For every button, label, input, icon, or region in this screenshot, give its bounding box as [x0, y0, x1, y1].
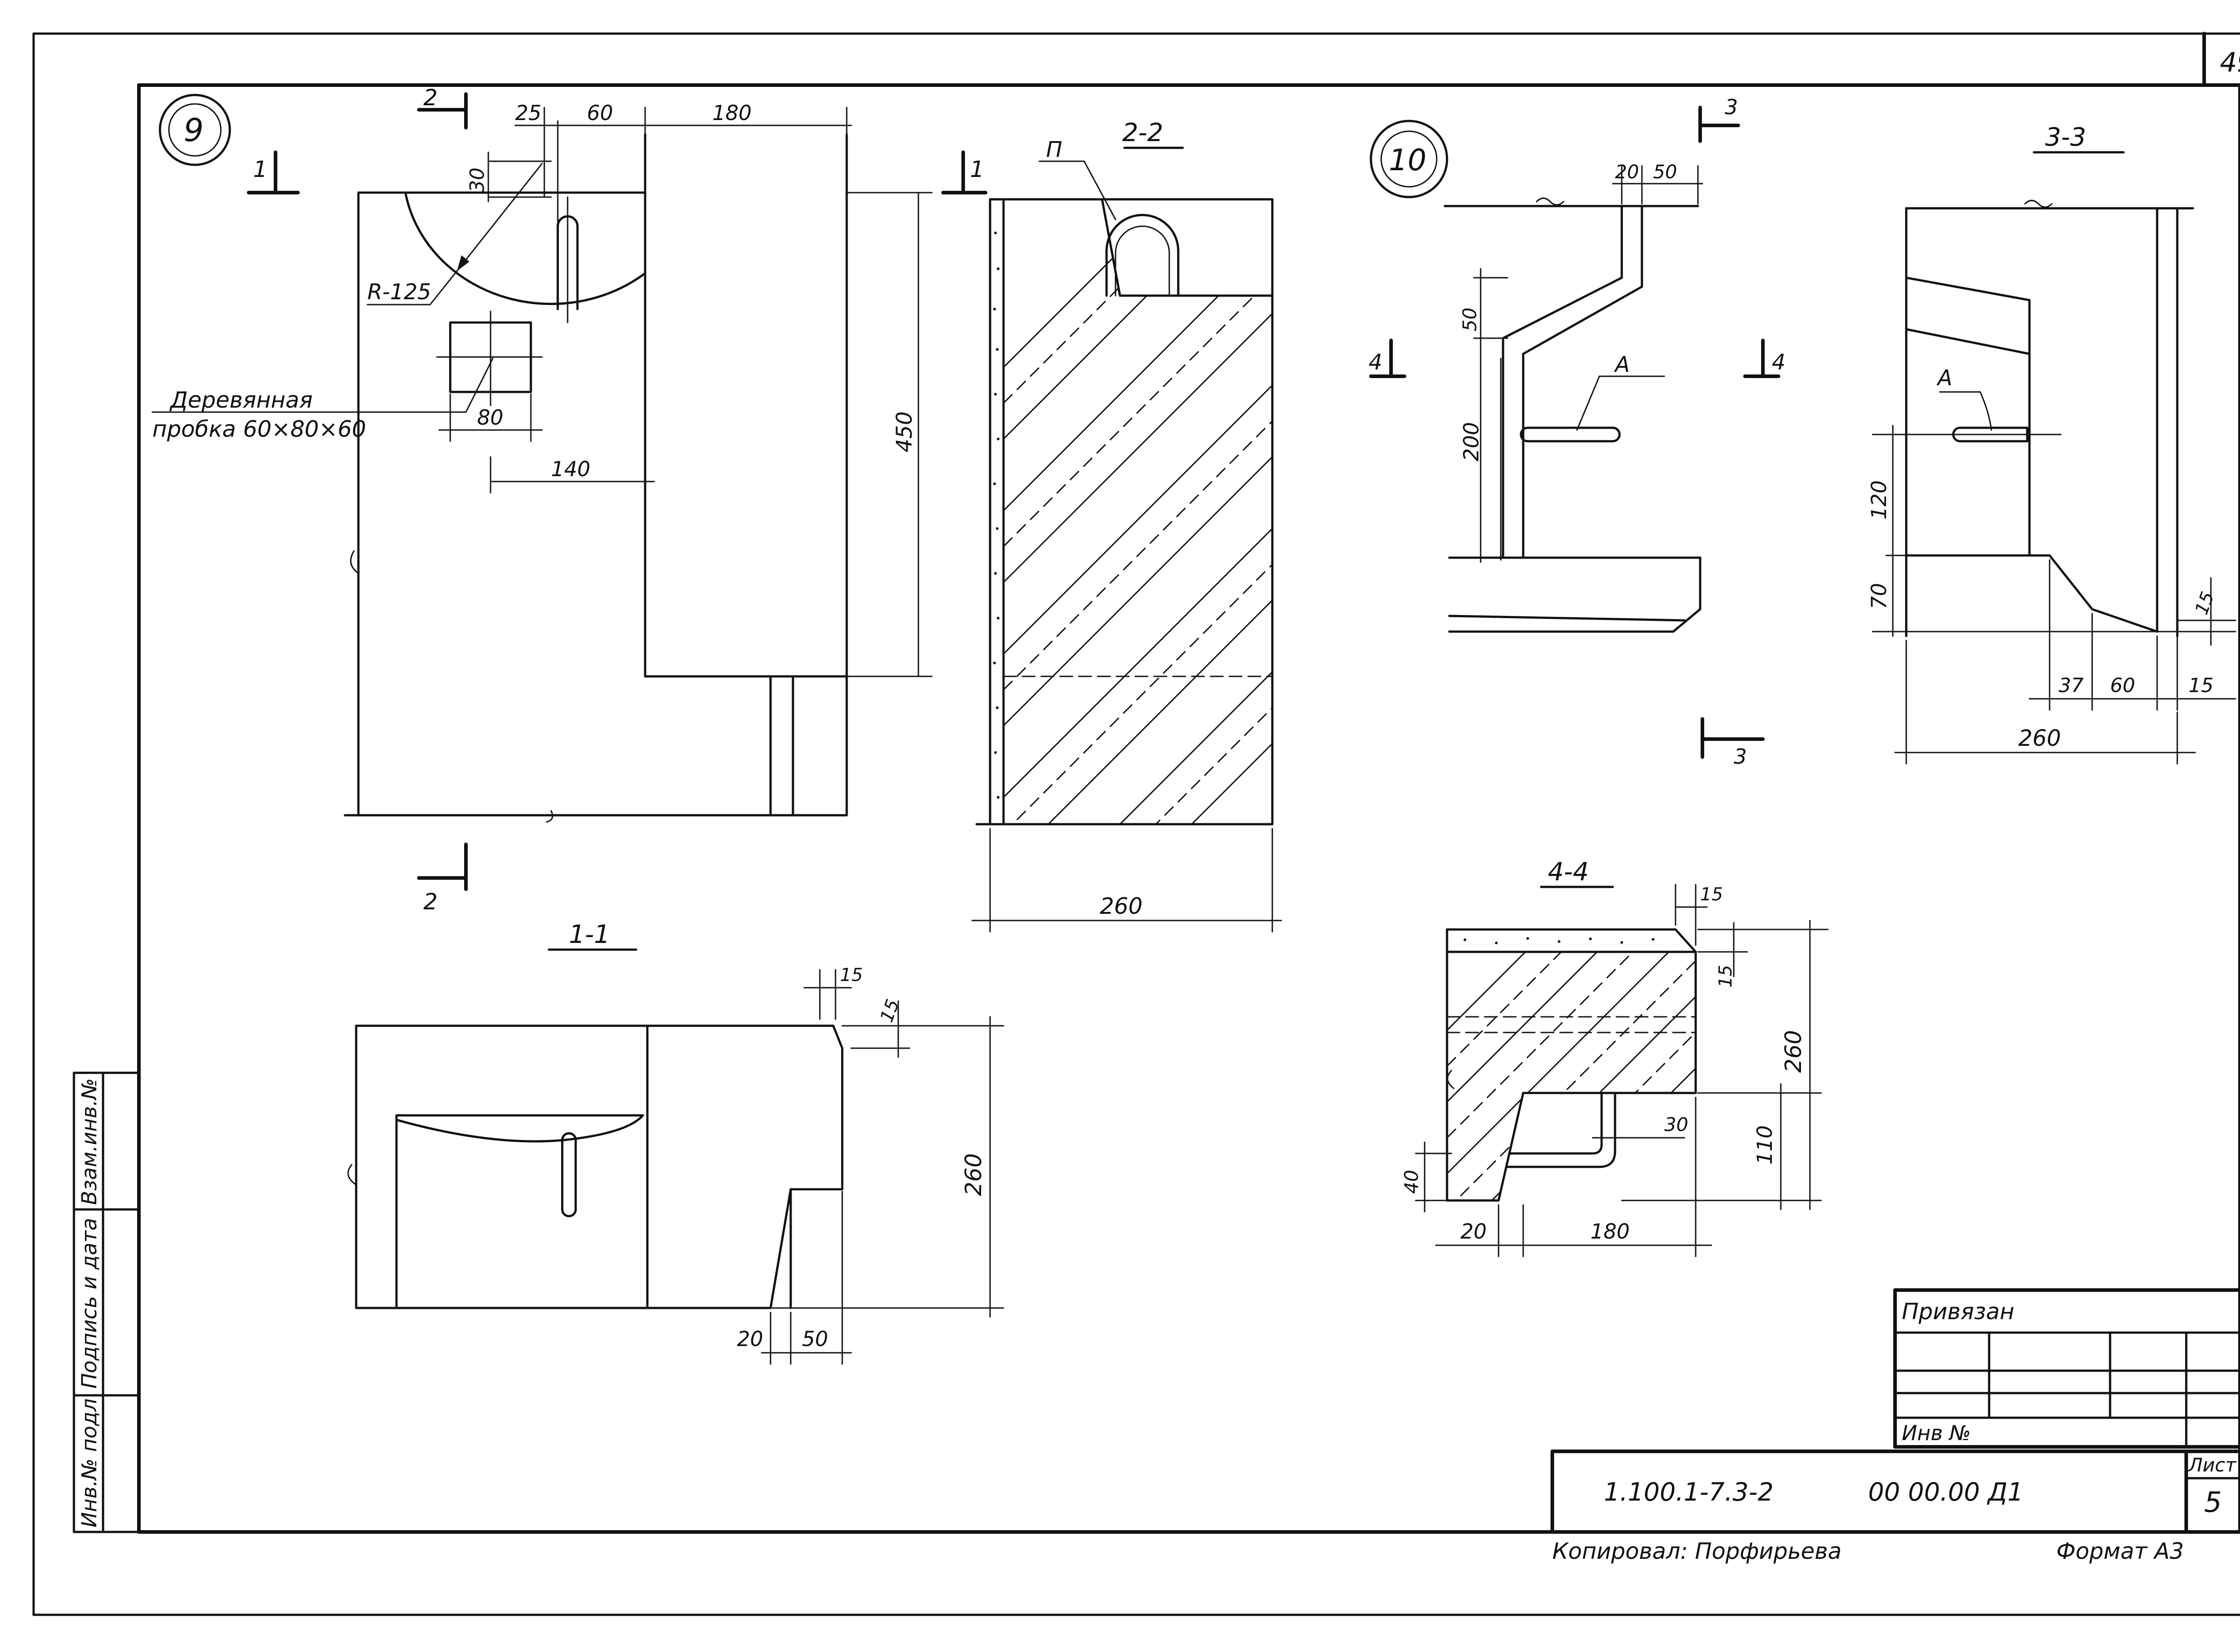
stamp-signature-date: Подпись и дата: [77, 1218, 101, 1389]
dim-25: 25: [515, 101, 542, 125]
dim-120: 120: [1867, 480, 1891, 520]
stamp-vzam-inv: Взам.инв.№: [77, 1078, 101, 1205]
dim-15-b: 15: [876, 997, 904, 1025]
dim-20-1-1: 20: [737, 1327, 763, 1351]
svg-text:3: 3: [1725, 95, 1738, 119]
radius-label: R-125: [367, 280, 431, 305]
dim-70: 70: [1867, 583, 1891, 609]
dim-260-1-1: 260: [961, 1153, 986, 1196]
section-mark-4-right: 4: [1743, 339, 1786, 378]
svg-text:1: 1: [253, 156, 267, 182]
section-mark-2-bottom: 2: [417, 843, 468, 915]
node-9-number: 9: [184, 112, 204, 149]
dim-15-4-4-b: 15: [1715, 965, 1736, 988]
section-mark-1-right: 1: [941, 151, 987, 194]
dim-37: 37: [2059, 674, 2084, 697]
stamp-inv-podl: Инв.№ подл: [77, 1398, 101, 1527]
format-label: Формат А3: [2056, 1538, 2184, 1564]
dim-30-4-4: 30: [1664, 1114, 1688, 1136]
dim-110: 110: [1753, 1125, 1777, 1165]
label-a-node10: А: [1614, 352, 1630, 377]
svg-text:4: 4: [1772, 350, 1786, 375]
svg-text:4: 4: [1369, 350, 1383, 375]
svg-text:3: 3: [1734, 744, 1747, 769]
sheet-frame: 49: [32, 32, 2240, 1616]
dim-450: 450: [892, 411, 917, 452]
dim-180: 180: [712, 101, 752, 125]
node-10-view: 10 А 20 50 50 200: [1369, 95, 1786, 769]
page-number: 49: [2220, 47, 2240, 78]
section-mark-2-top: 2: [417, 85, 468, 129]
node-10-number: 10: [1389, 143, 1426, 177]
sheet-label: Лист: [2188, 1454, 2237, 1476]
section-4-4: 4-4: [1400, 857, 1829, 1257]
section-1-1-title: 1-1: [569, 920, 610, 949]
dim-20-4-4: 20: [1460, 1219, 1487, 1243]
dim-260-4-4: 260: [1780, 1030, 1806, 1073]
dim-260-2-2: 260: [1100, 893, 1142, 919]
node-9-view: 9 R-125 Деревянная пробка 60×80×60: [151, 85, 987, 915]
dim-80: 80: [477, 405, 504, 430]
dim-260-3-3: 260: [2018, 725, 2061, 751]
section-3-3-title: 3-3: [2045, 123, 2086, 152]
dim-60-3-3: 60: [2110, 674, 2135, 697]
dim-30: 30: [466, 168, 489, 193]
dim-60: 60: [587, 101, 613, 125]
section-1-1: 1-1 15 15 260 20 50: [347, 920, 1004, 1365]
attached-label: Привязан: [1902, 1299, 2014, 1325]
doc-number: 00 00.00 Д1: [1868, 1478, 2024, 1507]
section-mark-4-left: 4: [1369, 339, 1406, 378]
dim-50-node10-side: 50: [1459, 308, 1481, 331]
wood-plug-label-2: пробка 60×80×60: [152, 416, 366, 442]
mortar-dots-4-4: [1464, 937, 1654, 944]
section-mark-1-left: 1: [247, 151, 300, 194]
wood-plug-label-1: Деревянная: [169, 387, 313, 413]
side-stamp: Инв.№ подл Подпись и дата Взам.инв.№: [73, 1071, 140, 1533]
sheet-number: 5: [2204, 1486, 2222, 1519]
section-2-2: 2-2: [971, 118, 1282, 933]
label-p: П: [1046, 137, 1062, 162]
doc-code: 1.100.1-7.3-2: [1604, 1478, 1774, 1507]
title-block: Привязан Инв № 1.100.1-7.3-2 00 00.00 Д1…: [1551, 1288, 2240, 1564]
hatch-2-2: [1004, 199, 1272, 824]
label-a-3-3: А: [1936, 366, 1952, 391]
section-3-3: 3-3 А 120 70 15 37 60 15: [1867, 123, 2236, 765]
section-4-4-title: 4-4: [1548, 857, 1589, 886]
section-mark-3-bottom: 3: [1701, 717, 1765, 769]
dim-50-1-1: 50: [802, 1327, 828, 1351]
svg-text:2: 2: [423, 85, 438, 111]
dim-15-4-4-a: 15: [1700, 884, 1723, 905]
dim-20-node10: 20: [1615, 161, 1639, 183]
copied-by: Копировал: Порфирьева: [1552, 1538, 1842, 1564]
dim-15-a: 15: [840, 965, 863, 985]
dim-15-3-3: 15: [2188, 674, 2214, 697]
mortar-dots: [993, 232, 999, 799]
hatch-4-4: [1447, 952, 1696, 1200]
dim-200-node10: 200: [1459, 422, 1483, 461]
dim-40: 40: [1400, 1170, 1422, 1194]
section-mark-3-top: 3: [1698, 95, 1740, 143]
dim-180-4-4: 180: [1590, 1219, 1630, 1243]
dim-50-node10-top: 50: [1653, 161, 1677, 183]
svg-text:2: 2: [423, 889, 438, 915]
dim-140: 140: [551, 457, 590, 481]
svg-text:1: 1: [970, 156, 984, 182]
inv-label: Инв №: [1902, 1421, 1971, 1445]
dim-15-3-3-v: 15: [2191, 589, 2218, 618]
section-2-2-title: 2-2: [1122, 118, 1163, 147]
